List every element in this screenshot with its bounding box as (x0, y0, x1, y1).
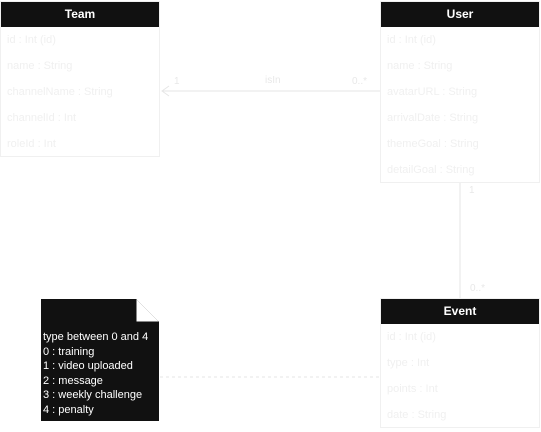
entity-field: name : String (7, 60, 73, 72)
note-line: type between 0 and 4 (43, 331, 149, 343)
note-text: type between 0 and 4 0 : training 1 : vi… (43, 330, 148, 417)
entity-field: themeGoal : String (387, 138, 479, 150)
relation-label-isin: isIn (265, 75, 281, 86)
entity-event-title: Event (381, 299, 539, 324)
entity-event[interactable]: Event id : Int (id) type : Int points : … (380, 298, 540, 428)
entity-field: name : String (387, 60, 453, 72)
entity-field: type : Int (387, 357, 430, 369)
entity-field: id : Int (id) (387, 34, 436, 46)
entity-field: detailGoal : String (387, 164, 475, 176)
note-shape (41, 299, 159, 421)
entity-field: arrivalDate : String (387, 112, 479, 124)
entity-field: channelId : Int (7, 112, 77, 124)
entity-field: id : Int (id) (387, 331, 436, 343)
note-line: 4 : penalty (43, 403, 94, 416)
multiplicity-user-end: 0..* (352, 76, 368, 87)
note-line: 0 : training (43, 345, 95, 358)
entity-team[interactable]: Team id : Int (id) name : String channel… (0, 1, 160, 157)
entity-team-title: Team (1, 2, 159, 27)
multiplicity-team-end: 1 (174, 76, 180, 87)
entity-user-title: User (381, 2, 539, 27)
multiplicity-user-event-target: 0..* (470, 283, 486, 294)
entity-field: points : Int (387, 383, 438, 395)
entity-field: date : String (387, 409, 447, 421)
note-line: 1 : video uploaded (43, 360, 133, 372)
entity-field: avatarURL : String (387, 86, 478, 98)
multiplicity-user-event-source: 1 (469, 185, 475, 196)
note-line: 2 : message (43, 374, 103, 387)
entity-field: roleId : Int (7, 138, 56, 150)
entity-field: id : Int (id) (7, 34, 56, 46)
association-arrowhead (161, 85, 170, 97)
entity-user[interactable]: User id : Int (id) name : String avatarU… (380, 1, 540, 183)
note-event-type[interactable]: type between 0 and 4 0 : training 1 : vi… (41, 299, 159, 421)
entity-field: channelName : String (7, 86, 113, 98)
note-line: 3 : weekly challenge (43, 389, 143, 401)
